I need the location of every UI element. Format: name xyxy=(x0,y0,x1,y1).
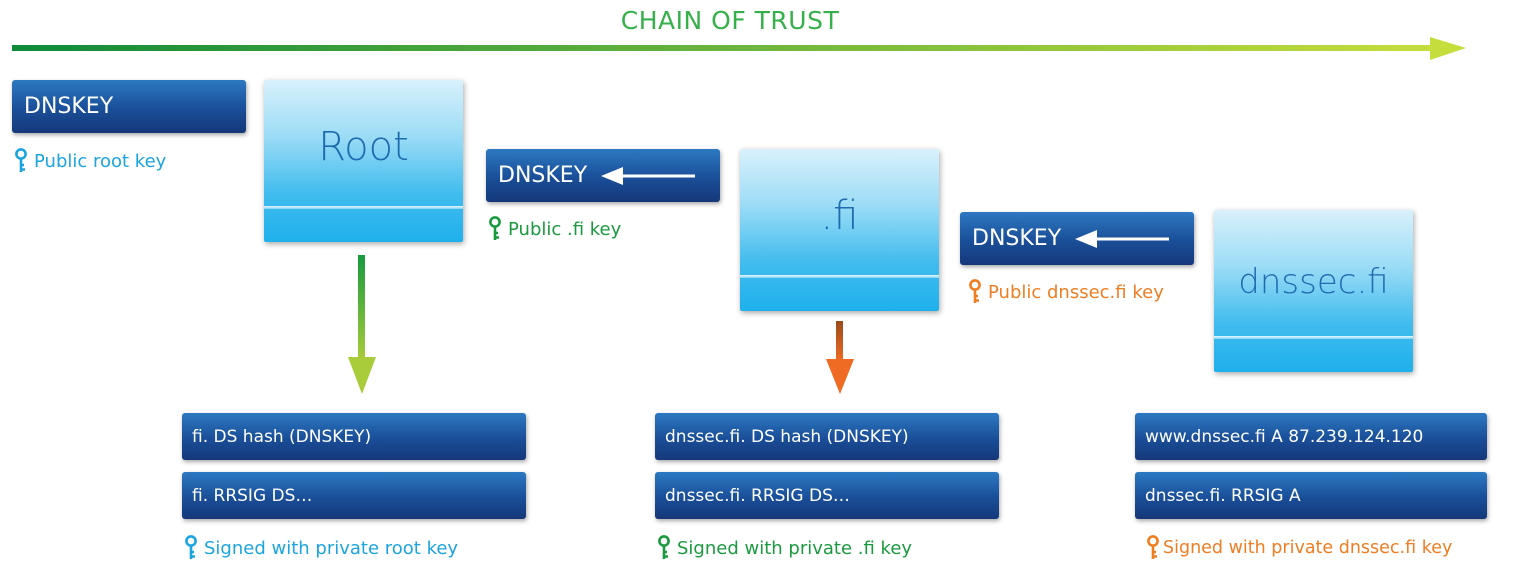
dnssec-zone-label: dnssec.fi xyxy=(1238,262,1389,302)
zone-divider xyxy=(1214,336,1413,339)
fi-zone: .fi xyxy=(740,149,939,311)
fi-rrsig-record: dnssec.fi. RRSIG DS… xyxy=(655,472,999,519)
dnssec-dnskey-box: DNSKEY xyxy=(960,212,1194,265)
public-dnssec-key-caption: Public dnssec.fi key xyxy=(968,279,1164,305)
root-ds-record: fi. DS hash (DNSKEY) xyxy=(182,413,526,460)
public-fi-key-caption: Public .fi key xyxy=(488,216,621,242)
key-icon xyxy=(658,535,670,559)
fi-ds-record-text: dnssec.fi. DS hash (DNSKEY) xyxy=(665,426,909,447)
key-icon xyxy=(185,535,197,559)
root-down-arrow-icon xyxy=(348,255,376,394)
signed-fi-key-caption: Signed with private .fi key xyxy=(657,535,912,561)
signed-fi-key-text: Signed with private .fi key xyxy=(677,537,913,559)
public-fi-key-text: Public .fi key xyxy=(508,218,622,240)
zone-divider xyxy=(740,275,939,278)
dnssec-rrsig-record-text: dnssec.fi. RRSIG A xyxy=(1145,485,1301,506)
zone-divider xyxy=(264,206,463,209)
root-dnskey-label: DNSKEY xyxy=(24,94,114,119)
key-icon xyxy=(15,148,27,172)
root-zone-label: Root xyxy=(318,124,409,170)
fi-ds-record: dnssec.fi. DS hash (DNSKEY) xyxy=(655,413,999,460)
fi-dnskey-label: DNSKEY xyxy=(498,163,588,188)
dnssec-a-record: www.dnssec.fi A 87.239.124.120 xyxy=(1135,413,1487,460)
root-dnskey-box: DNSKEY xyxy=(12,80,246,133)
signed-root-key-caption: Signed with private root key xyxy=(184,535,458,561)
arrow-left-icon xyxy=(601,166,696,185)
root-zone: Root xyxy=(264,80,463,242)
dnssec-rrsig-record: dnssec.fi. RRSIG A xyxy=(1135,472,1487,519)
key-icon xyxy=(1147,535,1159,559)
key-icon xyxy=(489,216,501,240)
chain-of-trust-title: CHAIN OF TRUST xyxy=(620,6,840,35)
signed-dnssec-key-caption: Signed with private dnssec.fi key xyxy=(1146,535,1452,561)
fi-rrsig-record-text: dnssec.fi. RRSIG DS… xyxy=(665,485,850,506)
chain-of-trust-arrow-icon xyxy=(12,37,1466,60)
root-rrsig-record-text: fi. RRSIG DS… xyxy=(192,485,313,506)
fi-zone-label: .fi xyxy=(820,193,859,239)
dnssec-dnskey-label: DNSKEY xyxy=(972,226,1062,251)
root-ds-record-text: fi. DS hash (DNSKEY) xyxy=(192,426,372,447)
public-root-key-text: Public root key xyxy=(34,150,167,172)
public-dnssec-key-text: Public dnssec.fi key xyxy=(988,281,1164,303)
dnssec-zone: dnssec.fi xyxy=(1214,210,1413,372)
signed-dnssec-key-text: Signed with private dnssec.fi key xyxy=(1163,538,1453,558)
public-root-key-caption: Public root key xyxy=(14,148,166,174)
fi-dnskey-box: DNSKEY xyxy=(486,149,720,202)
dnssec-a-record-text: www.dnssec.fi A 87.239.124.120 xyxy=(1145,426,1424,447)
fi-down-arrow-icon xyxy=(826,321,854,394)
arrow-left-icon xyxy=(1075,229,1170,248)
root-rrsig-record: fi. RRSIG DS… xyxy=(182,472,526,519)
signed-root-key-text: Signed with private root key xyxy=(204,537,459,559)
key-icon xyxy=(969,279,981,303)
